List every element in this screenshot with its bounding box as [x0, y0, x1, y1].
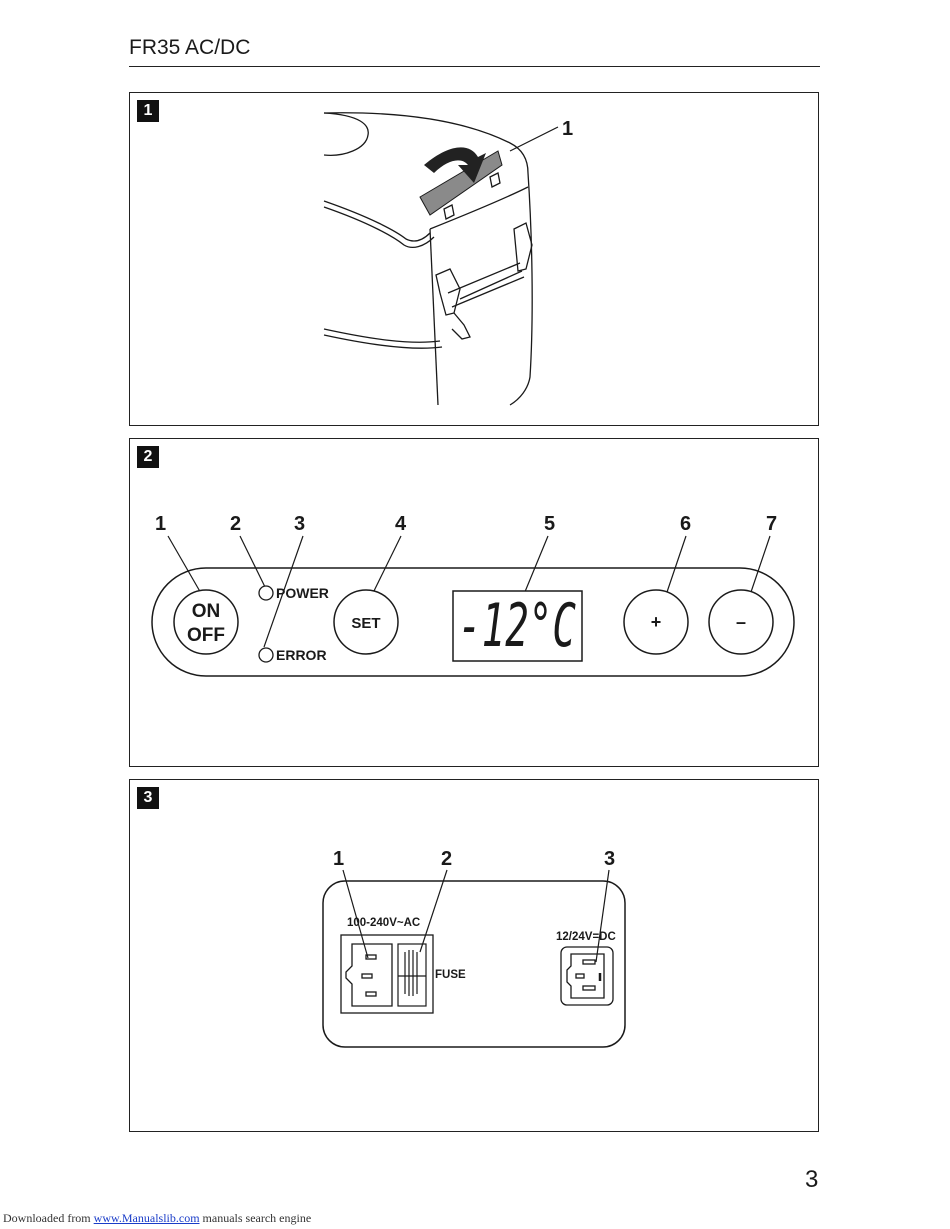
figure-1-callout-1: 1	[562, 118, 573, 140]
error-label: ERROR	[276, 647, 327, 663]
onoff-button-bottom-label: OFF	[187, 625, 225, 646]
figure-1-panel: 1	[129, 92, 819, 426]
figure-3-panel: 3 1 2 3 100-240V~AC FUSE 12/24V=DC	[129, 779, 819, 1132]
figure-2-callout-5: 5	[544, 513, 555, 535]
set-button[interactable]: SET	[333, 589, 399, 655]
figure-2-callout-1: 1	[155, 513, 166, 535]
temperature-display: -12°C	[452, 590, 583, 662]
error-led	[258, 647, 274, 663]
onoff-button-top-label: ON	[192, 601, 221, 622]
figure-2-callout-4: 4	[395, 513, 407, 535]
fuse-holder	[397, 943, 427, 1007]
connector-panel-outline	[322, 880, 626, 1048]
ac-socket	[345, 943, 393, 1007]
figure-2-control-panel: 1 2 3 4 5 6 7 ON OFF POWER ERROR	[151, 513, 795, 677]
ac-input-label: 100-240V~AC	[347, 917, 420, 929]
page-number: 3	[805, 1166, 819, 1193]
dc-input-label: 12/24V=DC	[556, 931, 616, 943]
minus-button-label: –	[736, 612, 746, 632]
figure-3-callout-3: 3	[604, 848, 615, 870]
minus-button[interactable]: –	[708, 589, 774, 655]
page-header-title: FR35 AC/DC	[129, 36, 251, 59]
header-rule	[129, 66, 820, 67]
footer-suffix: manuals search engine	[202, 1211, 312, 1225]
figure-2-callout-6: 6	[680, 513, 691, 535]
dc-socket	[560, 946, 614, 1006]
footer: Downloaded from www.Manualslib.com manua…	[3, 1211, 311, 1226]
control-panel-outline	[151, 567, 795, 677]
power-label: POWER	[276, 585, 329, 601]
figure-2-callout-7: 7	[766, 513, 777, 535]
footer-prefix: Downloaded from	[3, 1211, 91, 1225]
power-led	[258, 585, 274, 601]
figure-1-illustration: 1	[323, 112, 573, 406]
figure-3-callout-2: 2	[441, 848, 452, 870]
manualslib-link[interactable]: www.Manualslib.com	[93, 1211, 200, 1225]
figure-2-callout-2: 2	[230, 513, 241, 535]
figure-3-number: 3	[137, 787, 159, 809]
temperature-display-value: -12°C	[458, 591, 576, 661]
plus-button-label: +	[651, 612, 662, 632]
fuse-label: FUSE	[435, 969, 466, 981]
set-button-label: SET	[351, 615, 380, 632]
figure-2-callout-3: 3	[294, 513, 305, 535]
figure-2-number: 2	[137, 446, 159, 468]
figure-1-number: 1	[137, 100, 159, 122]
plus-button[interactable]: +	[623, 589, 689, 655]
onoff-button[interactable]: ON OFF	[173, 589, 239, 655]
figure-3-connector-panel: 1 2 3 100-240V~AC FUSE 12/24V=DC	[322, 848, 626, 1048]
figure-3-callout-1: 1	[333, 848, 344, 870]
figure-2-panel: 2 1 2 3 4 5 6 7 ON OFF POWER ERRO	[129, 438, 819, 767]
